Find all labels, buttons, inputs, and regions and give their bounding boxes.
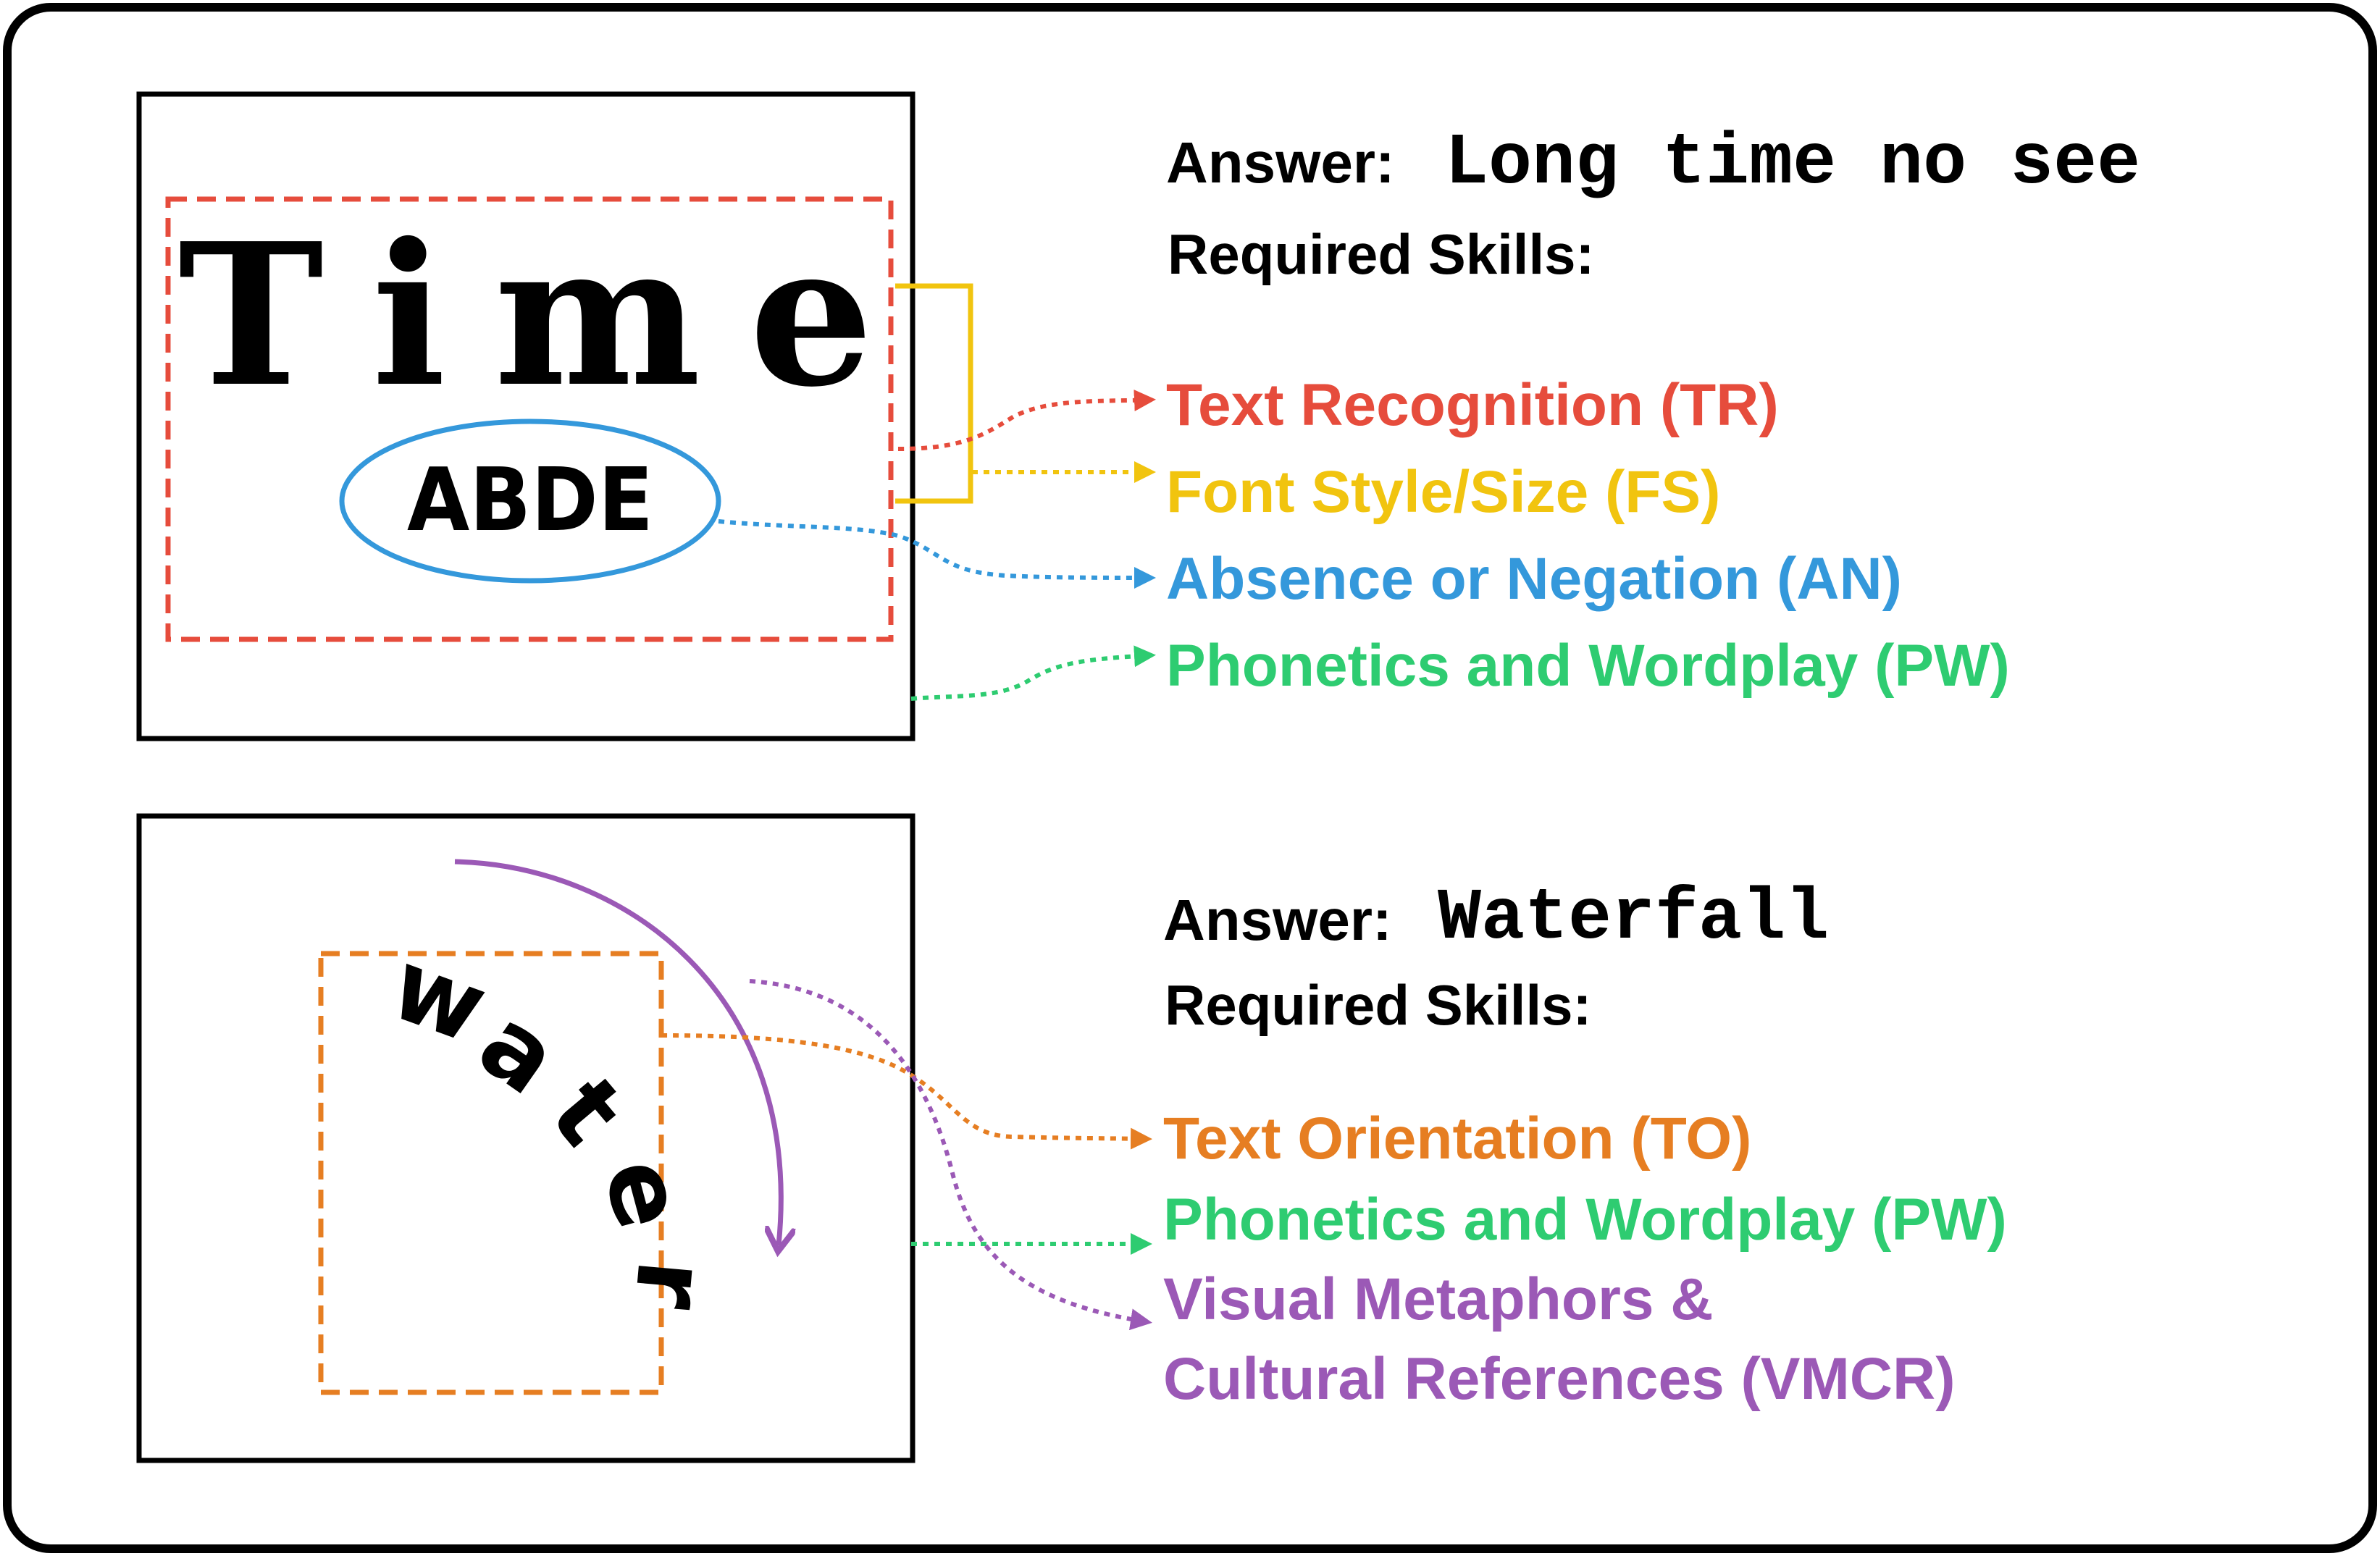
- vmcr-arrow: [749, 979, 1152, 1331]
- pw-arrow-1: [910, 645, 1156, 701]
- puzzle-subword-abde: ABDE: [407, 450, 653, 551]
- answer-value-2: Waterfall: [1438, 878, 1829, 960]
- answer-label-1: Answer:: [1166, 130, 1395, 195]
- skill-an: Absence or Negation (AN): [1166, 546, 1902, 612]
- answer-value-1: Long time no see: [1445, 123, 2140, 205]
- skills-label-2: Required Skills:: [1165, 973, 1592, 1037]
- skill-vmcr-line2: Cultural References (VMCR): [1163, 1346, 1956, 1412]
- tr-arrow: [897, 390, 1156, 451]
- curved-arrow: [454, 859, 781, 1245]
- an-ellipse: [339, 419, 721, 584]
- example-2: w a t e r Answer: Waterfall Required Ski…: [136, 813, 2007, 1463]
- skill-vmcr-line1: Visual Metaphors &: [1163, 1266, 1713, 1332]
- skills-label-1: Required Skills:: [1168, 222, 1595, 286]
- tr-dashed-box: [165, 196, 894, 642]
- skill-pw-2: Phonetics and Wordplay (PW): [1163, 1187, 2007, 1253]
- skill-pw-1: Phonetics and Wordplay (PW): [1166, 633, 2010, 699]
- puzzle-word-time: T i m e: [178, 200, 873, 430]
- skill-tr: Text Recognition (TR): [1166, 372, 1779, 438]
- example-1: T i m e ABDE Answer: Long time no see Re…: [136, 91, 2140, 741]
- to-dashed-box: [318, 951, 664, 1395]
- an-arrow: [718, 519, 1156, 589]
- example-2-image-frame: [136, 813, 915, 1463]
- skill-to: Text Orientation (TO): [1163, 1106, 1751, 1172]
- fs-bracket: [895, 283, 973, 504]
- answer-label-2: Answer:: [1163, 888, 1392, 952]
- letter-r: r: [612, 1256, 729, 1313]
- skill-fs: Font Style/Size (FS): [1166, 459, 1720, 525]
